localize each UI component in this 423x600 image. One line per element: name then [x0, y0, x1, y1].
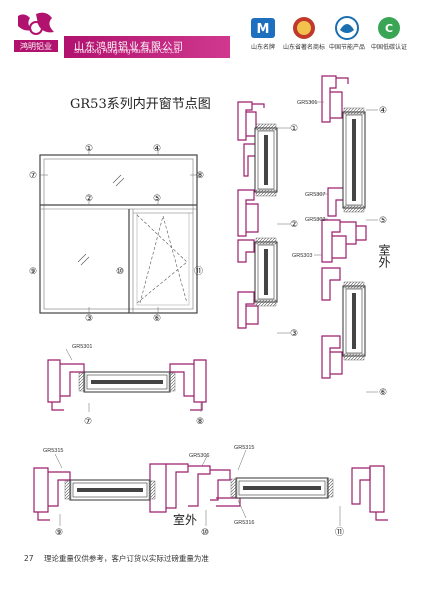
elevation-num-10: ⑩	[116, 267, 124, 277]
elevation-num-4: ④	[153, 144, 161, 154]
footer-note: 27 理论重量仅供参考，客户订货以实际过磅重量为准	[24, 553, 209, 564]
badge-label: 中国低碳认证	[370, 44, 407, 51]
right-section-num-6: ⑥	[379, 388, 387, 398]
elevation-num-5: ⑤	[153, 194, 161, 204]
company-logo-icon: 鸿明铝业	[10, 10, 62, 58]
left-vertical-section	[237, 101, 265, 329]
window-elevation: ① ④ ⑦ ⑧ ② ⑤ ⑨ ⑩ ⑪ ③ ⑥	[29, 144, 204, 324]
elevation-num-9: ⑨	[29, 267, 37, 277]
left-section-num-2: ②	[290, 220, 298, 230]
elevation-num-7: ⑦	[29, 171, 37, 181]
low-carbon-icon: C	[378, 17, 400, 39]
left-glass-units	[254, 123, 290, 334]
company-name-en: Shandong Hongming Aluminum Co.,Ltd	[74, 49, 180, 55]
section-7-8	[47, 348, 207, 412]
outside-label-bottom: 室外	[173, 512, 197, 527]
svg-text:M: M	[257, 22, 270, 37]
energy-saving-icon	[335, 16, 359, 40]
outside-label-right: 室外	[377, 243, 391, 268]
profile-label-gr5303: GR5303	[292, 253, 313, 259]
m-brand-icon: M	[251, 18, 275, 38]
company-name-cn: 山东鸿明铝业有限公司	[74, 42, 184, 53]
bottom-label-gr5316: GR5316	[234, 520, 255, 526]
bottom-label-gr5306: GR5306	[189, 453, 210, 459]
right-glass-units	[310, 101, 378, 393]
page-number: 27	[24, 554, 34, 563]
elevation-num-1: ①	[85, 144, 93, 154]
section-78-label: GR5301	[72, 344, 93, 350]
right-section-num-5: ⑤	[379, 216, 387, 226]
elevation-num-6: ⑥	[153, 314, 161, 324]
badge-label: 山东省著名商标	[282, 44, 325, 51]
section-num-7: ⑦	[84, 417, 92, 427]
bottom-num-9: ⑨	[55, 528, 63, 538]
badge-energy-saving: 中国节能产品	[328, 16, 366, 51]
badge-label: 山东名牌	[250, 44, 275, 51]
badge-low-carbon: C 中国低碳认证	[370, 16, 408, 51]
bottom-num-11: ⑪	[335, 527, 344, 538]
section-num-8: ⑧	[196, 417, 204, 427]
svg-text:C: C	[385, 22, 393, 35]
bottom-section	[33, 449, 388, 526]
badge-shandong-brand: M 山东名牌	[244, 16, 282, 51]
bottom-label-gr5315-right: GR5315	[234, 445, 255, 451]
left-section-num-1: ①	[290, 124, 298, 134]
badge-label: 中国节能产品	[328, 44, 365, 51]
bottom-label-gr5315-left: GR5315	[43, 448, 64, 454]
logo-text: 鸿明铝业	[20, 41, 52, 51]
weight-disclaimer: 理论重量仅供参考，客户订货以实际过磅重量为准	[43, 554, 209, 563]
page-title: GR53系列内开窗节点图	[70, 97, 211, 112]
bottom-num-10: ⑩	[201, 528, 209, 538]
profile-label-gr5307: GR5307	[305, 192, 326, 198]
elevation-num-8: ⑧	[196, 171, 204, 181]
right-section-num-4: ④	[379, 106, 387, 116]
elevation-num-11: ⑪	[194, 266, 203, 277]
header: 鸿明铝业 山东鸿明铝业有限公司 Shandong Hongming Alumin…	[0, 0, 423, 64]
trademark-seal-icon	[293, 17, 315, 39]
elevation-num-3: ③	[85, 314, 93, 324]
badge-famous-trademark: 山东省著名商标	[283, 16, 325, 51]
left-section-num-3: ③	[290, 329, 298, 339]
company-banner: 山东鸿明铝业有限公司 Shandong Hongming Aluminum Co…	[64, 36, 230, 58]
right-vertical-section	[321, 75, 367, 379]
profile-label-gr5301: GR5301	[297, 100, 318, 106]
elevation-num-2: ②	[85, 194, 93, 204]
profile-label-gr5302: GR5302	[305, 217, 326, 223]
